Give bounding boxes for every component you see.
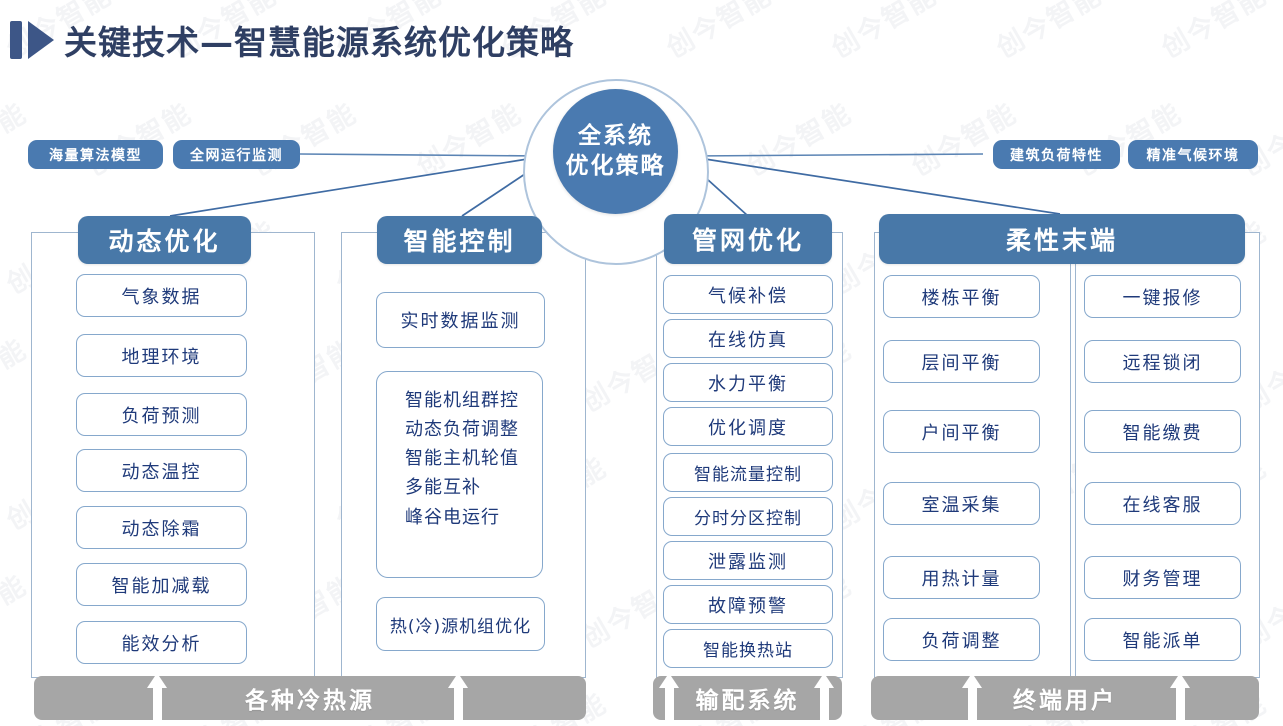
item-dynamic-7[interactable]: 能效分析	[76, 621, 247, 664]
item-terminal-left-1[interactable]: 楼栋平衡	[883, 275, 1040, 318]
item-control-footer[interactable]: 热(冷)源机组优化	[376, 597, 545, 651]
item-pipe-1[interactable]: 气候补偿	[663, 275, 833, 314]
bottom-bar-heat-sources[interactable]: 各种冷热源	[34, 676, 586, 720]
item-terminal-right-6[interactable]: 智能派单	[1084, 618, 1241, 661]
bottom-bar-label-2: 输配系统	[695, 688, 800, 714]
item-pipe-7[interactable]: 泄露监测	[663, 541, 833, 580]
side-tag-left-2[interactable]: 全网运行监测	[173, 140, 300, 169]
item-terminal-right-1[interactable]: 一键报修	[1084, 275, 1241, 318]
bottom-bar-label-1: 各种冷热源	[245, 688, 375, 714]
item-terminal-left-4[interactable]: 室温采集	[883, 482, 1040, 525]
item-dynamic-6[interactable]: 智能加减载	[76, 563, 247, 606]
hub-line-2: 优化策略	[565, 152, 666, 179]
flow-arrow-5	[962, 673, 983, 726]
column-header-intelligent-control[interactable]: 智能控制	[377, 216, 542, 264]
item-terminal-left-5[interactable]: 用热计量	[883, 556, 1040, 599]
item-pipe-6[interactable]: 分时分区控制	[663, 497, 833, 536]
side-tag-right-2[interactable]: 精准气候环境	[1128, 140, 1258, 169]
item-terminal-right-4[interactable]: 在线客服	[1084, 482, 1241, 525]
item-terminal-right-5[interactable]: 财务管理	[1084, 556, 1241, 599]
item-pipe-5[interactable]: 智能流量控制	[663, 453, 833, 492]
bar-play-icon	[10, 20, 54, 60]
side-tag-left-1[interactable]: 海量算法模型	[28, 140, 163, 169]
item-pipe-3[interactable]: 水力平衡	[663, 363, 833, 402]
bottom-bar-label-3: 终端用户	[1013, 688, 1117, 714]
page-title: 关键技术—智慧能源系统优化策略	[10, 16, 574, 64]
item-terminal-right-3[interactable]: 智能缴费	[1084, 410, 1241, 453]
item-terminal-right-2[interactable]: 远程锁闭	[1084, 340, 1241, 383]
item-pipe-9[interactable]: 智能换热站	[663, 629, 833, 668]
page-title-text: 关键技术—智慧能源系统优化策略	[64, 23, 574, 62]
item-dynamic-1[interactable]: 气象数据	[76, 274, 247, 317]
item-terminal-left-3[interactable]: 户间平衡	[883, 410, 1040, 453]
column-header-dynamic-optimization[interactable]: 动态优化	[78, 216, 251, 264]
side-tag-right-1[interactable]: 建筑负荷特性	[993, 140, 1120, 169]
item-control-group[interactable]: 智能机组群控 动态负荷调整 智能主机轮值 多能互补 峰谷电运行	[376, 371, 543, 578]
bottom-bar-distribution[interactable]: 输配系统	[653, 676, 842, 720]
item-pipe-2[interactable]: 在线仿真	[663, 319, 833, 358]
item-dynamic-5[interactable]: 动态除霜	[76, 506, 247, 549]
flow-arrow-4	[814, 673, 835, 726]
flow-arrow-6	[1170, 673, 1191, 726]
column-header-flexible-terminal[interactable]: 柔性末端	[879, 214, 1245, 264]
item-control-1[interactable]: 实时数据监测	[376, 292, 545, 348]
group-line-4: 多能互补	[405, 477, 481, 499]
flow-arrow-3	[659, 673, 680, 726]
flow-arrow-2	[448, 673, 469, 726]
column-header-pipe-network[interactable]: 管网优化	[664, 214, 832, 264]
group-line-5: 峰谷电运行	[405, 506, 500, 528]
center-hub[interactable]: 全系统 优化策略	[553, 89, 678, 214]
item-pipe-4[interactable]: 优化调度	[663, 407, 833, 446]
group-line-1: 智能机组群控	[405, 390, 519, 411]
item-dynamic-2[interactable]: 地理环境	[76, 334, 247, 377]
group-line-2: 动态负荷调整	[405, 419, 519, 441]
item-pipe-8[interactable]: 故障预警	[663, 585, 833, 624]
item-terminal-left-6[interactable]: 负荷调整	[883, 618, 1040, 661]
item-dynamic-4[interactable]: 动态温控	[76, 449, 247, 492]
item-terminal-left-2[interactable]: 层间平衡	[883, 340, 1040, 383]
bottom-bar-end-users[interactable]: 终端用户	[871, 676, 1259, 720]
item-dynamic-3[interactable]: 负荷预测	[76, 393, 247, 436]
group-line-3: 智能主机轮值	[405, 448, 519, 470]
flow-arrow-1	[147, 673, 168, 726]
hub-line-1: 全系统	[578, 123, 653, 150]
